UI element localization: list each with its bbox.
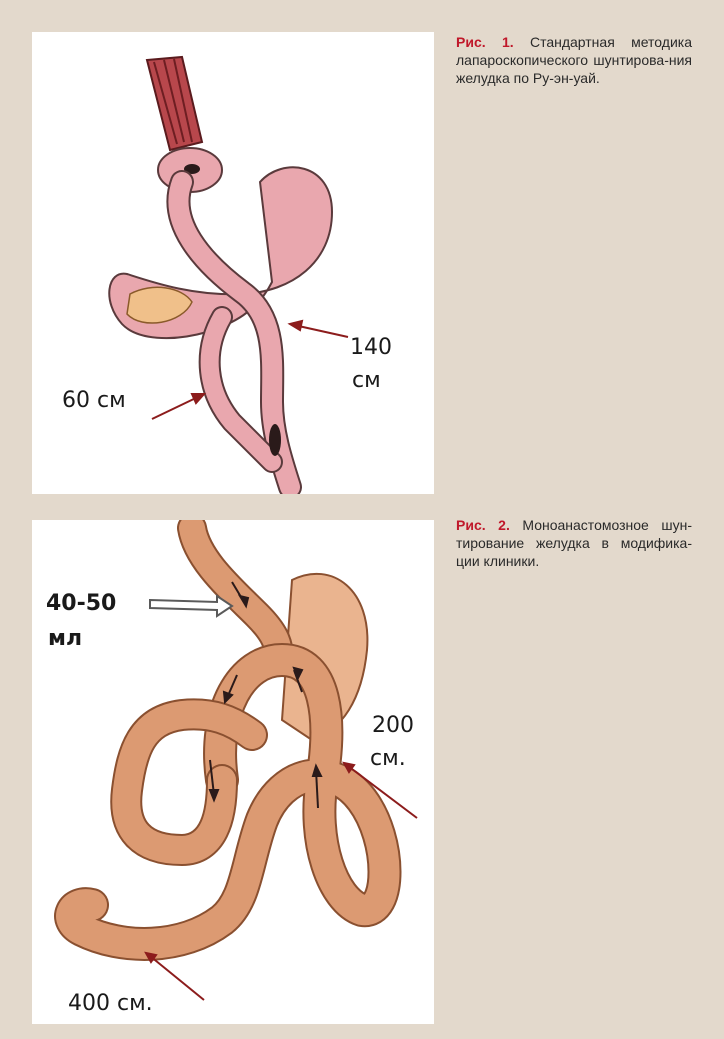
arrow-140	[290, 321, 348, 337]
label-60: 60 см	[62, 388, 126, 413]
arrow-60	[152, 394, 204, 419]
figure-1-label: Рис. 1.	[456, 34, 514, 50]
figure-2-caption: Рис. 2. Моноанастомозное шун-тирование ж…	[456, 516, 692, 570]
esophagus	[147, 57, 202, 150]
mini-gastric-bypass-drawing: 40-50 мл 200 см. 400 см.	[32, 520, 434, 1024]
figure-1-caption: Рис. 1. Стандартная методика лапароскопи…	[456, 33, 692, 87]
roux-en-y-bypass-drawing: 140 см 60 см	[32, 32, 434, 494]
figure-1-illustration: 140 см 60 см	[32, 32, 434, 494]
arrow-pouch	[150, 596, 232, 616]
figure-2-label: Рис. 2.	[456, 517, 510, 533]
label-40-50: 40-50	[46, 591, 116, 616]
label-200-unit: см.	[370, 746, 406, 771]
label-ml: мл	[48, 626, 82, 651]
label-140-num: 140	[350, 335, 392, 360]
anastomosis	[269, 424, 281, 456]
arrow-400	[146, 953, 204, 1000]
label-200-num: 200	[372, 713, 414, 738]
intestinal-loops	[71, 660, 384, 944]
figure-2-illustration: 40-50 мл 200 см. 400 см.	[32, 520, 434, 1024]
label-400: 400 см.	[68, 991, 153, 1016]
label-140-unit: см	[352, 368, 381, 393]
